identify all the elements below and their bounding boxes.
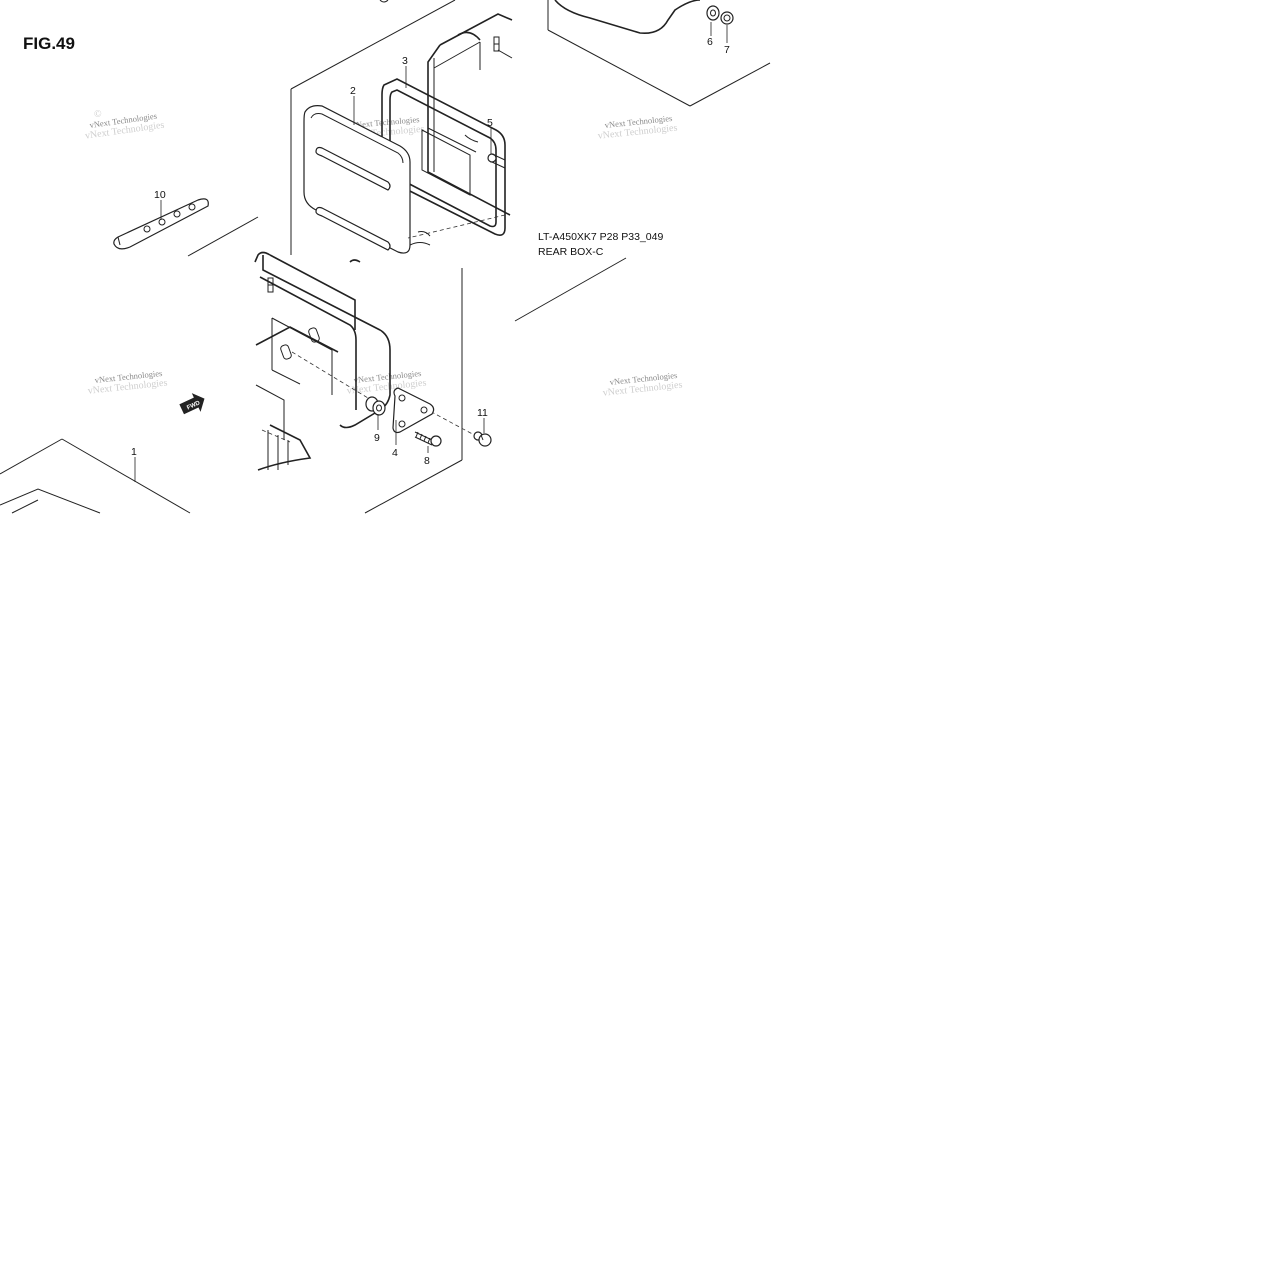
callout-11: 11 [477,407,488,419]
watermark: vNext Technologies vNext Technologies [602,370,683,399]
fwd-arrow-icon: FWD [179,393,205,415]
frame-outline-lines [0,0,771,514]
rear-box-body [0,488,101,514]
bolt-11 [473,431,492,447]
back-panel [303,105,431,254]
callout-4: 4 [392,447,398,459]
bolt-5 [487,153,506,169]
callout-7: 7 [724,44,730,56]
callout-labels: 1 2 3 4 5 6 7 8 9 10 11 [131,36,730,467]
gasket-frame [381,78,506,236]
watermark: vNext Technologies vNext Technologies [87,368,168,397]
nut-7 [720,11,734,25]
watermark: vNext Technologies vNext Technologies [597,113,678,142]
callout-6: 6 [707,36,713,48]
figure-title: FIG.49 [23,34,75,53]
callout-3: 3 [402,55,408,67]
spacer-9 [365,396,386,416]
callout-10: 10 [154,189,166,201]
callout-1: 1 [131,446,137,458]
rear-box-lower [254,251,391,471]
watermark: vNext Technologies vNext Technologies [346,368,427,397]
screw-8 [414,431,442,447]
plate-4 [392,387,435,434]
washer-6 [706,5,720,21]
svg-text:FWD: FWD [186,400,202,411]
watermark: © vNext Technologies vNext Technologies [84,108,165,141]
callout-leaders [134,22,728,482]
callout-8: 8 [424,455,430,467]
svg-text:©: © [93,108,102,120]
rear-box-upper [379,0,701,35]
caption-code: LT-A450XK7 P28 P33_049 [538,231,663,243]
callout-2: 2 [350,85,356,97]
bracket-10 [113,198,209,250]
caption-name: REAR BOX-C [538,246,604,258]
inner-box [427,13,513,216]
callout-9: 9 [374,432,380,444]
callout-5: 5 [487,117,493,129]
